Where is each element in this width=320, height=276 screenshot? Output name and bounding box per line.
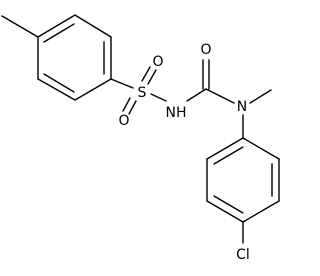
ring-inner-double: [213, 195, 244, 214]
atom-label-n: N: [237, 99, 247, 115]
ring-bond: [242, 137, 280, 160]
atom-label-o-lower: O: [118, 113, 129, 129]
ring-inner-double: [43, 23, 75, 43]
ring-inner-double: [43, 73, 75, 93]
ring-bond: [37, 78, 76, 101]
ring-bond: [242, 200, 280, 223]
s-o-lower-bond-b: [128, 100, 137, 115]
carbonyl-to-n-bond: [205, 88, 235, 104]
ring-bond: [206, 200, 244, 223]
atom-label-nh: NH: [166, 105, 187, 121]
atom-label-cl: Cl: [236, 247, 250, 263]
nh-to-carbonyl-bond: [186, 88, 207, 102]
tolyl-ring: [37, 14, 112, 101]
ring-bond: [74, 14, 112, 38]
methyl-bond-tolyl: [1, 15, 39, 38]
ring-bond: [74, 78, 112, 101]
molecule-svg: S O O NH O N Cl: [1, 14, 280, 263]
atom-label-s: S: [138, 85, 147, 101]
sulfur-to-nh-bond: [150, 93, 167, 102]
s-o-lower-bond-a: [122, 97, 131, 112]
atom-label-o-upper: O: [152, 54, 163, 70]
ring-to-sulfur-bond: [110, 78, 134, 89]
ring-bond: [206, 137, 244, 160]
s-o-upper-bond-a: [141, 66, 151, 82]
structure-diagram: S O O NH O N Cl: [1, 14, 280, 263]
n-methyl-bond: [249, 89, 272, 104]
ring-bond: [37, 14, 76, 38]
s-o-upper-bond-b: [147, 69, 157, 85]
ring-inner-double: [213, 146, 244, 165]
chlorophenyl-ring: [206, 137, 280, 223]
atom-label-o-carbonyl: O: [200, 42, 211, 58]
